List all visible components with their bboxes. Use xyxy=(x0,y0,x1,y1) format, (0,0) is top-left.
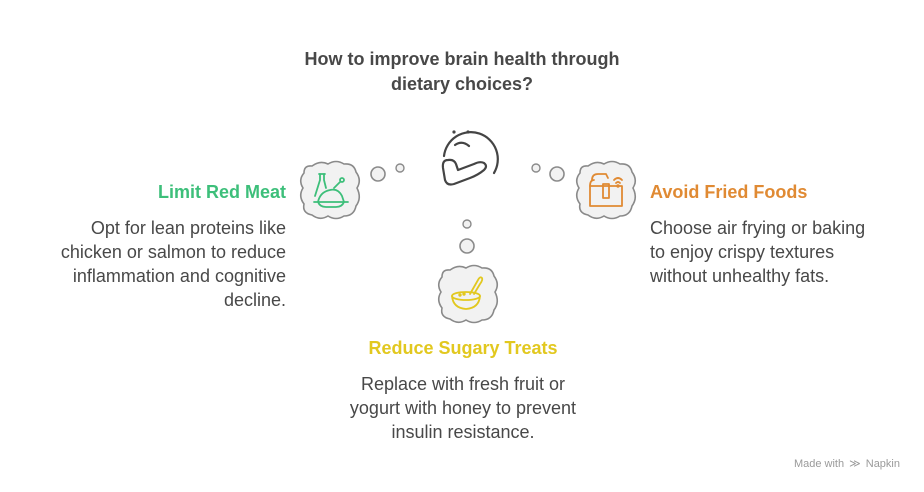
branch-description: Choose air frying or baking to enjoy cri… xyxy=(650,216,910,288)
desc-line: yogurt with honey to prevent xyxy=(349,398,577,418)
cloud-right xyxy=(575,160,637,220)
diagram-title: How to improve brain health through diet… xyxy=(262,47,662,97)
cloud-left xyxy=(299,160,361,220)
desc-line: chicken or salmon to reduce xyxy=(60,242,286,262)
branch-avoid-fried-foods: Avoid Fried Foods Choose air frying or b… xyxy=(650,180,910,288)
napkin-logo-icon: ≫ xyxy=(849,458,861,470)
branch-heading: Limit Red Meat xyxy=(157,182,286,202)
footer-made-with: Made with xyxy=(793,458,845,470)
desc-line: Replace with fresh fruit or xyxy=(360,374,566,394)
roast-chicken-icon xyxy=(313,173,349,208)
footer-brand: Napkin xyxy=(865,458,900,470)
branch-reduce-sugary-treats: Reduce Sugary Treats Replace with fresh … xyxy=(322,336,604,444)
branch-description: Opt for lean proteins like chicken or sa… xyxy=(20,216,286,312)
title-line-1: How to improve brain health through xyxy=(304,49,620,69)
made-with-napkin-footer[interactable]: Made with ≫ Napkin xyxy=(794,457,900,470)
yogurt-bowl-icon xyxy=(451,276,484,310)
desc-line: without unhealthy fats. xyxy=(650,266,830,286)
thought-bubble-dots-bottom xyxy=(459,219,475,254)
cloud-bottom xyxy=(437,264,499,324)
branch-description: Replace with fresh fruit or yogurt with … xyxy=(322,372,604,444)
branch-limit-red-meat: Limit Red Meat Opt for lean proteins lik… xyxy=(20,180,286,312)
branch-heading: Reduce Sugary Treats xyxy=(368,338,558,358)
thought-bubble-dots-right xyxy=(531,163,565,182)
title-line-2: dietary choices? xyxy=(390,74,534,94)
thinking-face-icon xyxy=(441,130,499,186)
desc-line: inflammation and cognitive xyxy=(72,266,286,286)
air-fryer-icon xyxy=(589,173,623,207)
desc-line: Choose air frying or baking xyxy=(650,218,866,238)
desc-line: insulin resistance. xyxy=(391,422,535,442)
thought-bubble-dots-left xyxy=(370,163,405,182)
desc-line: to enjoy crispy textures xyxy=(650,242,835,262)
branch-heading: Avoid Fried Foods xyxy=(650,182,808,202)
desc-line: Opt for lean proteins like xyxy=(90,218,286,238)
desc-line: decline. xyxy=(223,290,286,310)
